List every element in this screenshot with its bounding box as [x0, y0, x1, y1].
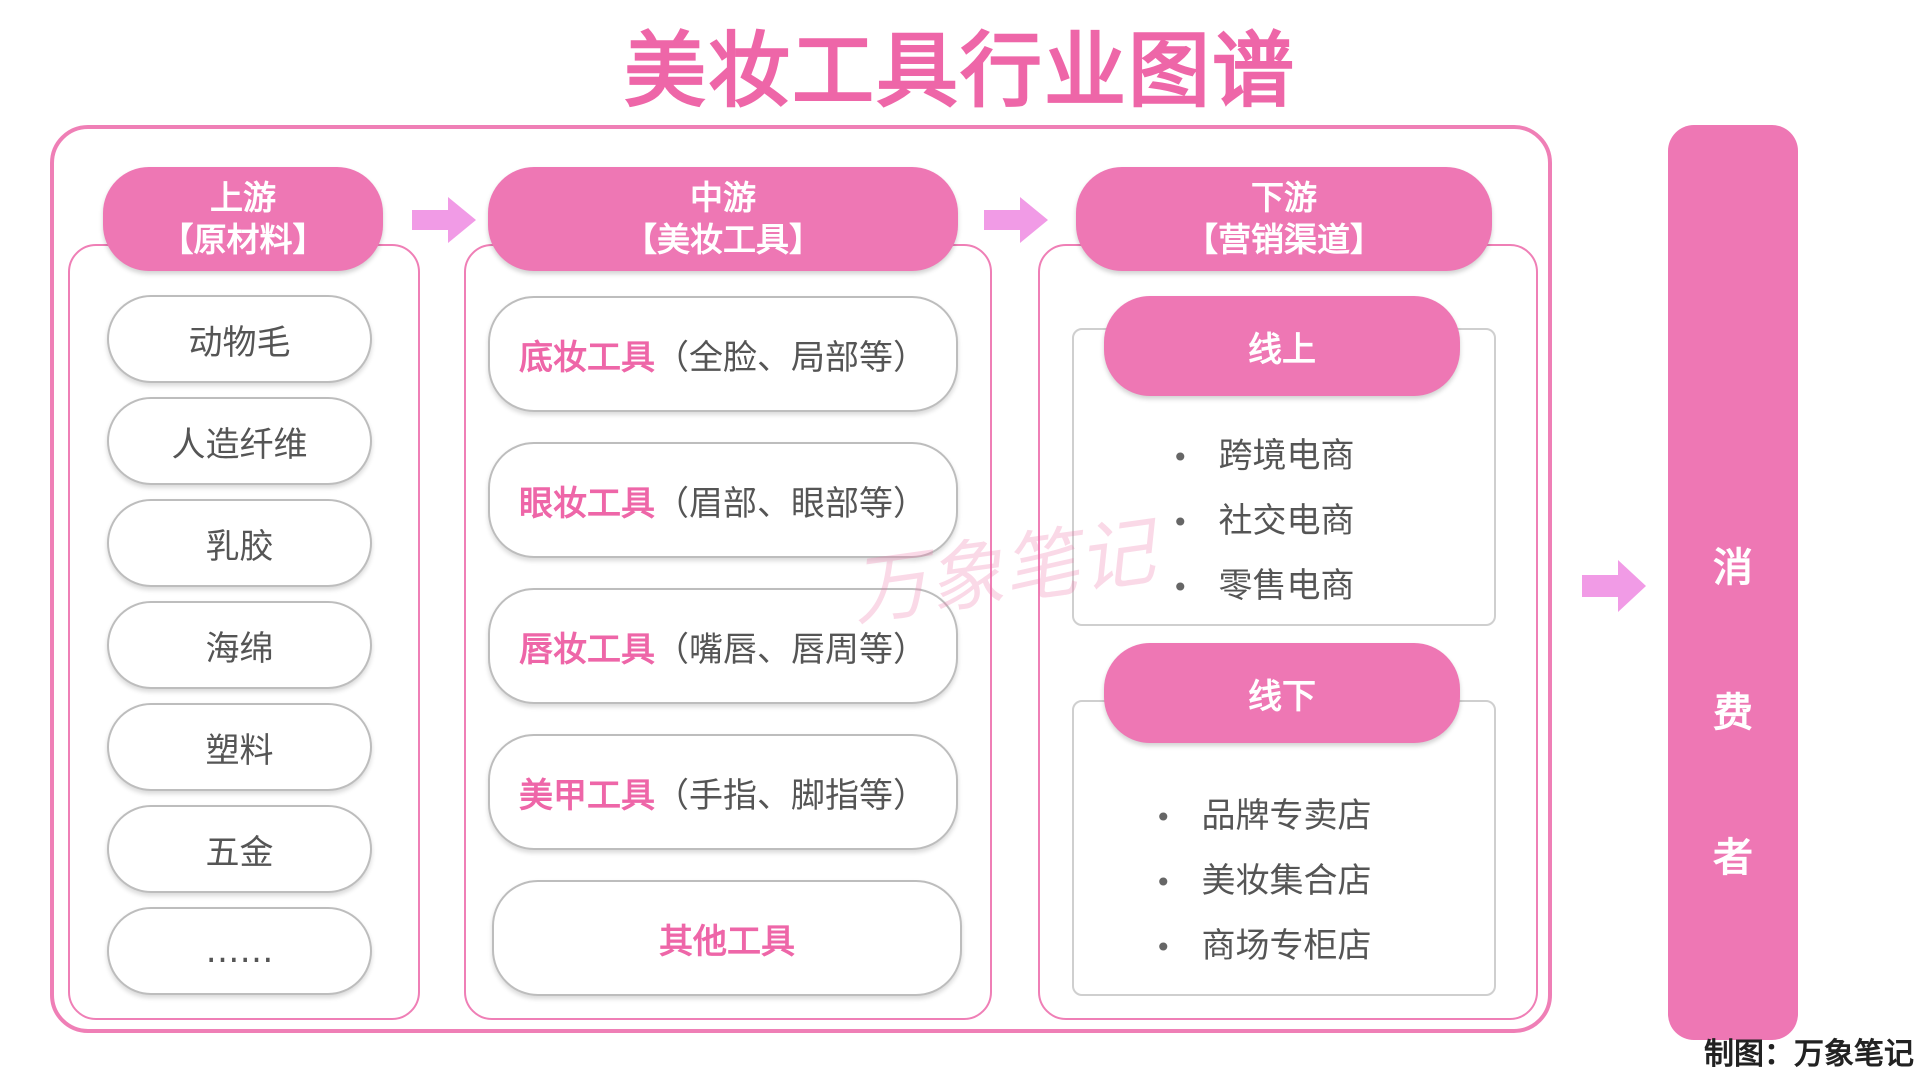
bullet-icon: •: [1155, 801, 1172, 834]
upstream-item: 海绵: [107, 601, 372, 689]
industry-map-frame: [50, 125, 1552, 1033]
online-channel-item: • 零售电商: [1172, 558, 1355, 607]
midstream-item-foundation-tools: 底妆工具（全脸、局部等）: [488, 296, 958, 412]
upstream-header-title: 上游: [210, 178, 276, 217]
arrow-right-icon: [412, 197, 476, 243]
upstream-item: 塑料: [107, 703, 372, 791]
channel-label: 商场专柜店: [1201, 926, 1372, 966]
upstream-item: ……: [107, 907, 372, 995]
consumer-char: 者: [1713, 835, 1753, 881]
consumer-char: 消: [1713, 545, 1753, 591]
arrow-right-icon: [984, 197, 1048, 243]
upstream-item: 人造纤维: [107, 397, 372, 485]
midstream-header: 中游 【美妆工具】: [488, 167, 958, 271]
upstream-header: 上游 【原材料】: [103, 167, 383, 271]
consumer-column: 消 费 者: [1668, 125, 1798, 1040]
midstream-header-subtitle: 【美妆工具】: [624, 220, 822, 259]
upstream-item: 动物毛: [107, 295, 372, 383]
channel-label: 零售电商: [1218, 566, 1355, 606]
midstream-item-lip-tools: 唇妆工具（嘴唇、唇周等）: [488, 588, 958, 704]
tool-category-name: 底妆工具: [519, 337, 655, 378]
offline-channel-item: • 美妆集合店: [1155, 853, 1372, 902]
upstream-item: 乳胶: [107, 499, 372, 587]
tool-category-name: 眼妆工具: [519, 483, 655, 524]
midstream-item-nail-tools: 美甲工具（手指、脚指等）: [488, 734, 958, 850]
consumer-char: 费: [1713, 690, 1753, 736]
offline-channel-item: • 商场专柜店: [1155, 918, 1372, 967]
midstream-header-title: 中游: [690, 178, 756, 217]
channel-label: 品牌专卖店: [1201, 796, 1372, 836]
bullet-icon: •: [1172, 506, 1189, 539]
bullet-icon: •: [1172, 441, 1189, 474]
tool-category-name: 美甲工具: [519, 775, 655, 816]
chart-credit: 制图：万象笔记: [1704, 1037, 1914, 1072]
page-title: 美妆工具行业图谱: [623, 24, 1296, 119]
midstream-item-other-tools: 其他工具: [492, 880, 962, 996]
channel-label: 跨境电商: [1218, 436, 1355, 476]
online-channel-header: 线上: [1104, 296, 1460, 396]
midstream-item-eye-tools: 眼妆工具（眉部、眼部等）: [488, 442, 958, 558]
upstream-header-subtitle: 【原材料】: [160, 220, 326, 259]
channel-label: 美妆集合店: [1201, 861, 1372, 901]
tool-category-name: 唇妆工具: [519, 629, 655, 670]
tool-category-detail: （眉部、眼部等）: [655, 483, 927, 524]
upstream-item: 五金: [107, 805, 372, 893]
downstream-header-title: 下游: [1251, 178, 1317, 217]
bullet-icon: •: [1172, 571, 1189, 604]
downstream-header-subtitle: 【营销渠道】: [1185, 220, 1383, 259]
tool-category-detail: （手指、脚指等）: [655, 775, 927, 816]
tool-category-detail: （全脸、局部等）: [655, 337, 927, 378]
offline-channel-item: • 品牌专卖店: [1155, 788, 1372, 837]
bullet-icon: •: [1155, 931, 1172, 964]
online-channel-item: • 跨境电商: [1172, 428, 1355, 477]
offline-channel-header: 线下: [1104, 643, 1460, 743]
channel-label: 社交电商: [1218, 501, 1355, 541]
bullet-icon: •: [1155, 866, 1172, 899]
online-channel-item: • 社交电商: [1172, 493, 1355, 542]
tool-category-detail: （嘴唇、唇周等）: [655, 629, 927, 670]
arrow-right-icon: [1582, 560, 1646, 612]
downstream-header: 下游 【营销渠道】: [1076, 167, 1492, 271]
